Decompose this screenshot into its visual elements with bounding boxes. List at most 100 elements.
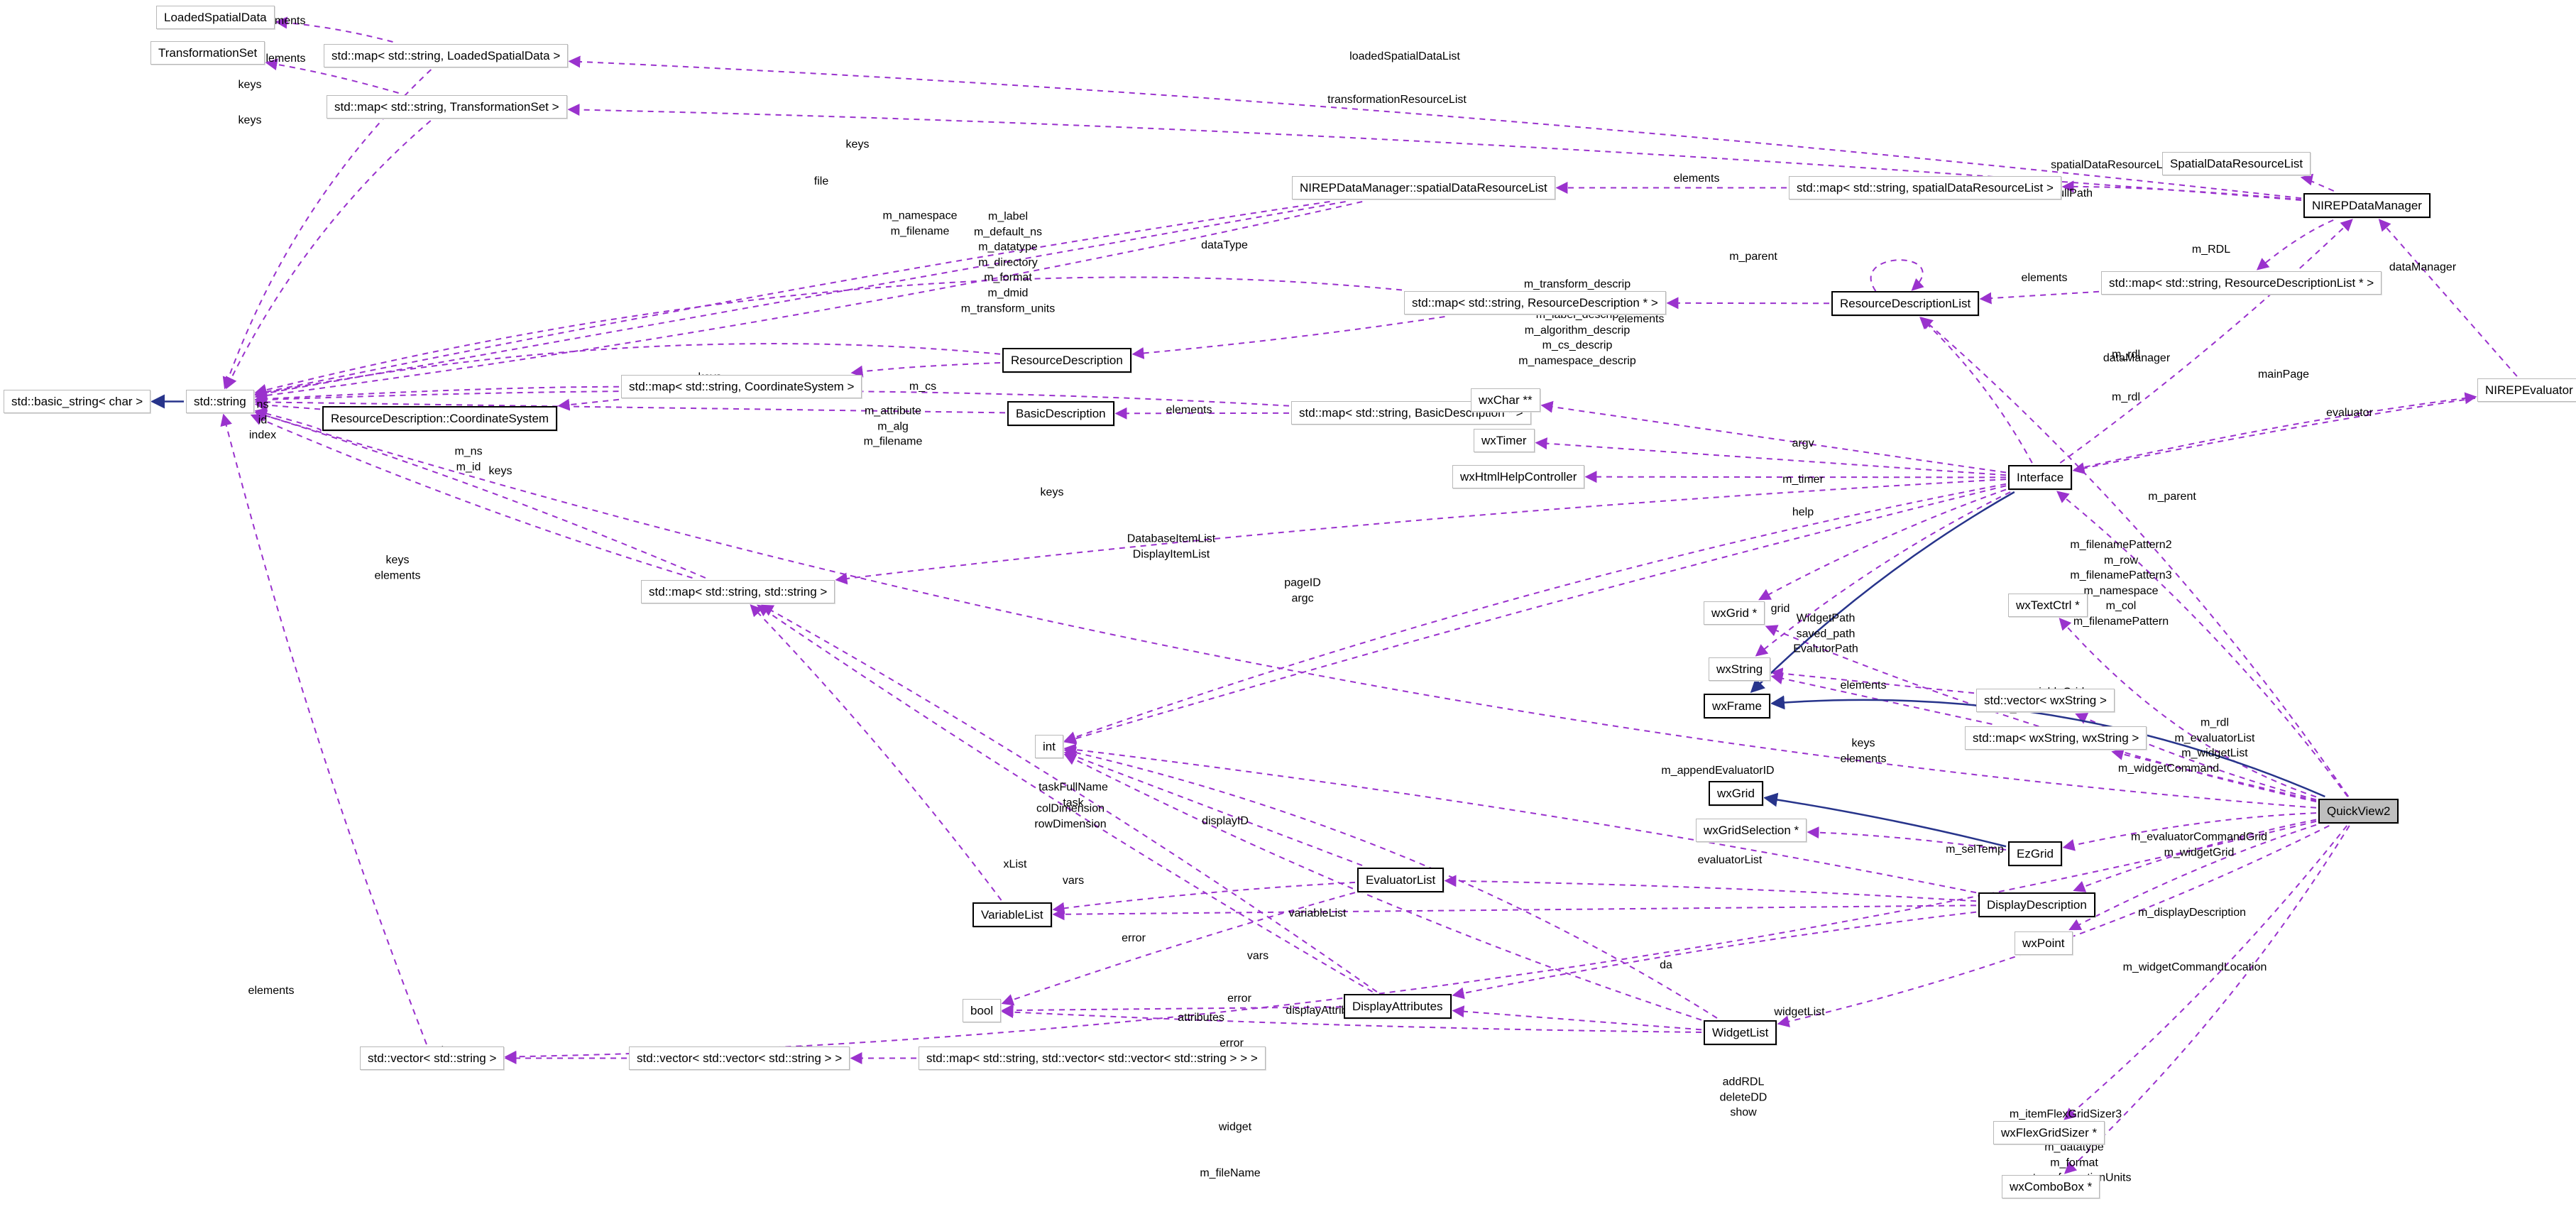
edge-label: vars: [1246, 950, 1269, 963]
class-node-ndmSdrl[interactable]: NIREPDataManager::spatialDataResourceLis…: [1292, 176, 1555, 199]
class-node-evalList[interactable]: EvaluatorList: [1357, 868, 1445, 892]
class-node-wxCombo[interactable]: wxComboBox *: [2002, 1175, 2100, 1198]
class-node-boolN[interactable]: bool: [963, 999, 1002, 1022]
class-node-sdrlBox[interactable]: SpatialDataResourceList: [2162, 152, 2311, 175]
edge-rdcs-str: [254, 399, 321, 412]
edge-label: dataManager: [2103, 352, 2171, 365]
edge-iface-mapStrStr: [835, 479, 2007, 585]
edge-widgetListN-boolN: [1001, 1006, 1702, 1033]
edge-label: attributes: [1178, 1012, 1224, 1024]
class-node-rdcs[interactable]: ResourceDescription::CoordinateSystem: [322, 406, 558, 431]
class-node-mapLsd[interactable]: std::map< std::string, LoadedSpatialData…: [324, 44, 569, 67]
edge-iface-wxStringN: [1755, 491, 2011, 657]
edge-label: mainPage: [2257, 368, 2310, 381]
edge-dispDesc-intN: [1063, 743, 1977, 894]
edge-dispDesc-varList: [1052, 904, 1977, 921]
class-node-wxHelp[interactable]: wxHtmlHelpController: [1452, 465, 1585, 488]
class-node-wxTimerN[interactable]: wxTimer: [1474, 429, 1535, 452]
edge-label: m_RDL: [2191, 244, 2231, 256]
edge-nev-ndm: [2378, 219, 2518, 377]
edge-label: elements: [248, 985, 295, 997]
edge-qv2-rdl: [1920, 317, 2350, 797]
edge-label: xList: [1003, 858, 1027, 871]
class-node-widgetListN[interactable]: WidgetList: [1704, 1020, 1777, 1045]
class-node-mapWxStr[interactable]: std::map< wxString, wxString >: [1965, 726, 2147, 750]
class-node-vecVecStr[interactable]: std::vector< std::vector< std::string > …: [629, 1046, 850, 1070]
class-node-str[interactable]: std::string: [186, 390, 254, 413]
edge-qv2-iface: [2056, 491, 2349, 797]
class-node-wxCharPP[interactable]: wxChar **: [1471, 388, 1540, 412]
class-node-mapTs[interactable]: std::map< std::string, TransformationSet…: [327, 95, 567, 119]
edge-ndmSdrl-str: [254, 201, 1346, 400]
edge-mapWxStr-wxStringN: [1770, 672, 1993, 725]
edge-dispDesc-evalList: [1444, 875, 1977, 902]
class-node-iface[interactable]: Interface: [2008, 465, 2073, 490]
edge-label: keys elements: [374, 554, 421, 581]
edge-mapTs-ts: [265, 58, 399, 94]
edge-label: error: [1227, 993, 1251, 1005]
class-node-lsd[interactable]: LoadedSpatialData: [156, 6, 275, 29]
class-node-qv2[interactable]: QuickView2: [2318, 799, 2399, 824]
edge-label: elements: [1166, 404, 1212, 417]
class-node-mapCs[interactable]: std::map< std::string, CoordinateSystem …: [621, 375, 862, 398]
edge-label: elements: [2021, 272, 2068, 285]
class-node-wxStringN[interactable]: wxString: [1709, 657, 1771, 681]
edge-label: displayID: [1202, 815, 1249, 828]
class-node-mapStrStr[interactable]: std::map< std::string, std::string >: [641, 580, 835, 603]
class-node-rdl[interactable]: ResourceDescriptionList: [1831, 291, 1980, 316]
class-node-wxGridSel[interactable]: wxGridSelection *: [1696, 819, 1807, 842]
edge-nev-iface: [2072, 397, 2476, 474]
edge-label: m_parent: [2148, 491, 2196, 503]
class-node-dispDesc[interactable]: DisplayDescription: [1978, 892, 2095, 917]
class-node-wxGridN[interactable]: wxGrid: [1709, 781, 1763, 806]
edge-label: help: [1792, 506, 1814, 519]
edge-label: keys: [1040, 486, 1064, 499]
class-node-vecStr[interactable]: std::vector< std::string >: [360, 1046, 505, 1070]
edge-mapRdPtr-str: [254, 276, 1403, 396]
class-node-wxTextCtrlP[interactable]: wxTextCtrl *: [2008, 594, 2088, 617]
edge-qv2-wxTextCtrlP: [2059, 618, 2317, 798]
class-node-rd[interactable]: ResourceDescription: [1002, 348, 1131, 373]
class-node-basicStr[interactable]: std::basic_string< char >: [4, 390, 151, 413]
class-node-varList[interactable]: VariableList: [972, 902, 1052, 927]
edge-qv2-ezgrid: [2062, 812, 2317, 851]
edge-iface-nev: [2073, 392, 2477, 471]
class-node-mapVecVec[interactable]: std::map< std::string, std::vector< std:…: [919, 1046, 1266, 1070]
edge-iface-wxTimerN: [1535, 437, 2007, 476]
class-node-nev[interactable]: NIREPEvaluator: [2477, 378, 2576, 402]
edge-ndmSdrl-str: [254, 201, 1363, 402]
edge-mapRdlPtr-rdl: [1979, 290, 2100, 305]
edge-label: elements: [1618, 313, 1665, 326]
edge-dispAttr-mapStrStr: [761, 604, 1378, 993]
edge-label: grid: [1770, 603, 1790, 616]
edge-widgetListN-intN: [1063, 753, 1702, 1021]
class-node-ndm[interactable]: NIREPDataManager: [2303, 193, 2430, 218]
class-node-dispAttr[interactable]: DisplayAttributes: [1344, 994, 1452, 1019]
class-node-ts[interactable]: TransformationSet: [150, 41, 265, 65]
edge-label: m_rdl: [2111, 391, 2141, 404]
class-node-mapSdrl[interactable]: std::map< std::string, spatialDataResour…: [1789, 176, 2061, 199]
class-node-wxPointN[interactable]: wxPoint: [2015, 931, 2073, 955]
edge-label: taskFullName task: [1038, 781, 1108, 809]
edge-mapCs-rdcs: [557, 398, 620, 411]
edge-mapStrStr-str: [250, 413, 693, 579]
class-node-mapRdlPtr[interactable]: std::map< std::string, ResourceDescripti…: [2101, 271, 2382, 295]
edge-label: error: [1122, 932, 1146, 945]
class-node-wxGridP[interactable]: wxGrid *: [1704, 601, 1765, 625]
class-node-ezgrid[interactable]: EzGrid: [2008, 841, 2062, 866]
class-node-wxFrameN[interactable]: wxFrame: [1704, 694, 1770, 718]
class-node-wxFlex[interactable]: wxFlexGridSizer *: [1993, 1121, 2105, 1144]
edge-qv2-dispDesc: [2073, 819, 2317, 892]
class-node-mapRdPtr[interactable]: std::map< std::string, ResourceDescripti…: [1404, 291, 1666, 315]
class-node-vecWxStr[interactable]: std::vector< wxString >: [1976, 689, 2115, 712]
edge-label: colDimension rowDimension: [1034, 802, 1107, 830]
edge-label: DatabaseItemList DisplayItemList: [1127, 532, 1216, 560]
edge-label: keys elements: [1840, 737, 1887, 765]
class-node-bd[interactable]: BasicDescription: [1007, 401, 1114, 426]
class-node-intN[interactable]: int: [1035, 735, 1063, 758]
edge-qv2-widgetListN: [1777, 825, 2330, 1028]
edge-label: WidgetPath saved_path EvalutorPath: [1793, 612, 1858, 655]
edge-label: transformationResourceList: [1327, 94, 1467, 106]
